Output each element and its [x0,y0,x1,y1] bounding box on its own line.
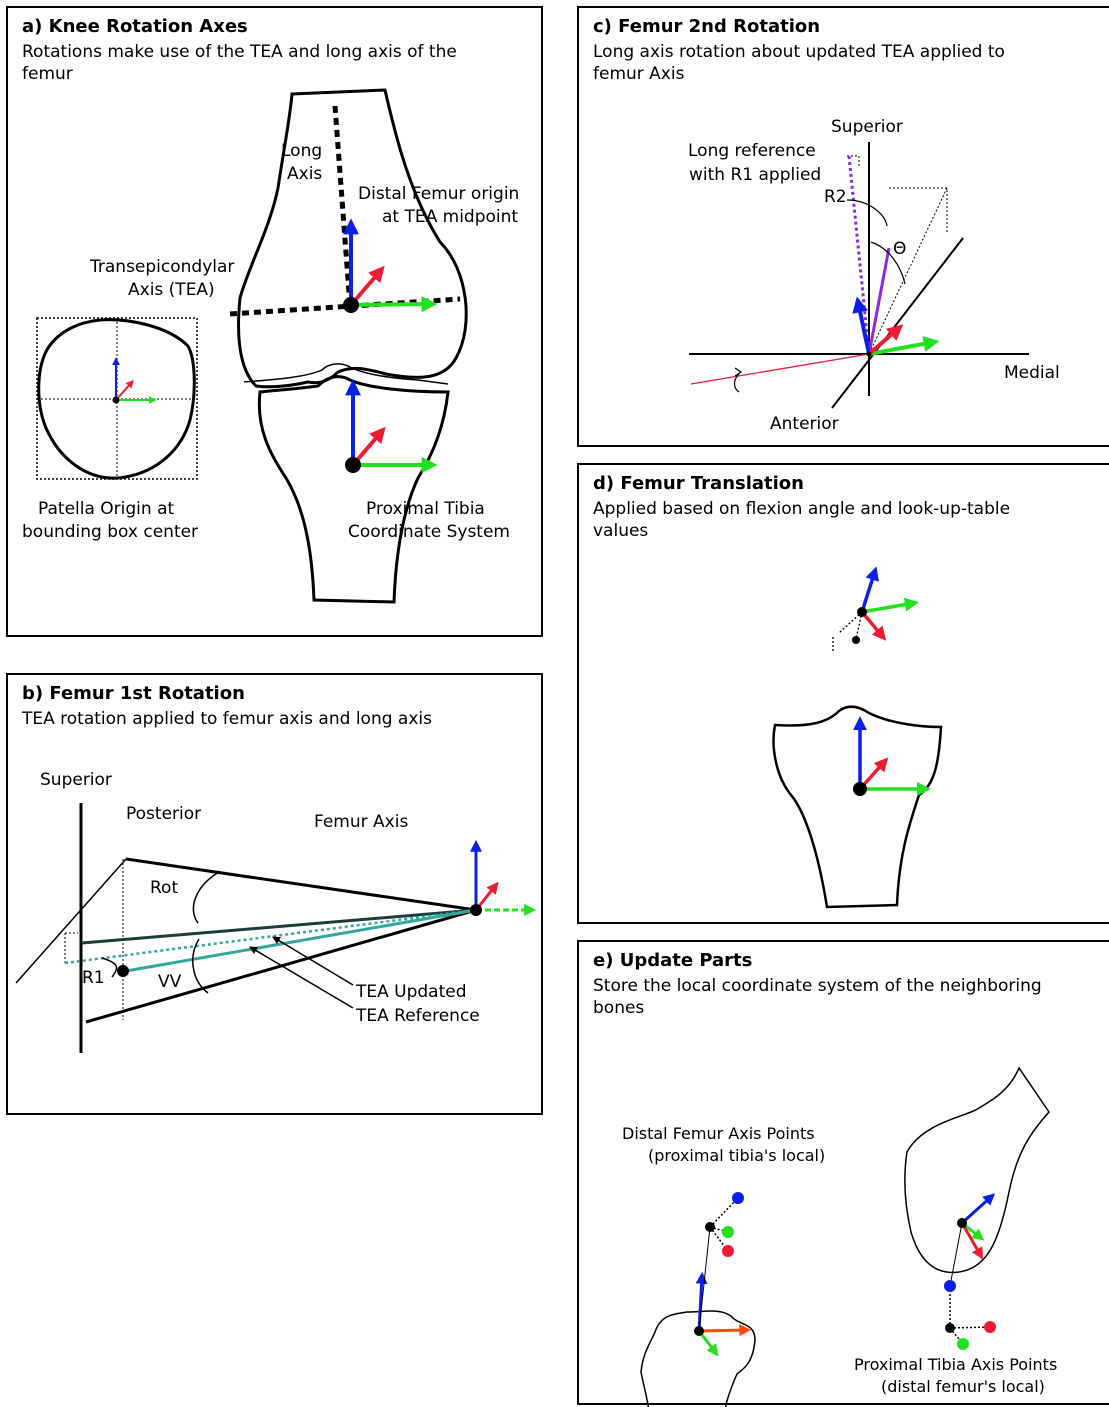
femur-origin-point [343,297,359,313]
theta-label: Θ [893,239,906,259]
tibia-bone-outline [257,375,450,604]
femur-origin-label-2: at TEA midpoint [382,207,518,227]
panel-b-title: b) Femur 1st Rotation [22,683,245,704]
vv-label: VV [158,972,182,992]
panel-femur-1st-rotation: b) Femur 1st Rotation TEA rotation appli… [6,673,543,1115]
femur-point-blue [732,1192,744,1204]
panel-d-title: d) Femur Translation [593,473,804,494]
patella-label-1: Patella Origin at [38,499,175,519]
original-origin [852,636,860,644]
femur-points-label-1: Distal Femur Axis Points [622,1124,815,1143]
femur-origin-label-1: Distal Femur origin [358,184,519,204]
tibia-label-2: Coordinate System [348,522,510,542]
femur-point-center [705,1222,715,1232]
long-axis-label-2: Axis [287,164,322,184]
panel-e-title: e) Update Parts [593,950,753,971]
tea-label-2: Axis (TEA) [128,280,215,300]
panel-update-parts: e) Update Parts Store the local coordina… [577,940,1109,1407]
femur-axis-label: Femur Axis [314,812,408,832]
femur-2nd-rotation-diagram: Superior Long reference with R1 applied … [688,117,1060,434]
tibia-points-label-1: Proximal Tibia Axis Points [854,1355,1057,1374]
femur-points-label-2: (proximal tibia's local) [648,1146,825,1165]
left-tibia-outline [640,1310,756,1407]
tibia-points-label-2: (distal femur's local) [881,1377,1045,1396]
panel-e-subtitle: Store the local coordinate system of the… [593,976,1042,1018]
panel-knee-rotation-axes: a) Knee Rotation Axes Rotations make use… [6,6,543,637]
panel-c-subtitle: Long axis rotation about updated TEA app… [593,42,1005,84]
superior-label-b: Superior [40,770,112,790]
r1-point [117,965,129,977]
r2-label: R2 [824,187,847,207]
right-femur-outline [904,1066,1050,1274]
femur-translation-diagram [772,566,943,909]
long-ref-label-2: with R1 applied [689,165,821,185]
medial-label: Medial [1004,363,1060,383]
panel-a-title: a) Knee Rotation Axes [22,16,248,37]
patella-origin-point [112,396,120,404]
femur-point-red [722,1245,734,1257]
tibia-point-green [957,1338,969,1350]
femur-1st-rotation-diagram: Superior Posterior Femur Axis Rot R1 VV … [15,770,537,1053]
long-axis-line [332,105,353,307]
tibia-point-blue [944,1280,956,1292]
posterior-label: Posterior [126,804,201,824]
translated-origin [857,607,867,617]
tea-reference-label: TEA Reference [355,1006,480,1026]
tibia-point-center [945,1323,955,1333]
tibia-label-1: Proximal Tibia [366,499,485,519]
tibia-origin-d [853,782,867,796]
r1-label: R1 [82,968,105,988]
anterior-label: Anterior [770,414,839,434]
rot-label: Rot [150,878,178,898]
panel-a-subtitle: Rotations make use of the TEA and long a… [22,42,457,84]
tibia-point-red [984,1321,996,1333]
panel-d-subtitle: Applied based on flexion angle and look-… [593,499,1011,541]
femur-point-green [722,1226,734,1238]
panel-b-subtitle: TEA rotation applied to femur axis and l… [22,709,432,729]
long-axis-label-1: Long [281,141,322,161]
update-parts-diagram: Distal Femur Axis Points (proximal tibia… [622,1066,1057,1407]
tea-label-1: Transepicondylar [89,257,234,277]
tibia-origin-point [345,457,361,473]
panel-femur-translation: d) Femur Translation Applied based on fl… [577,463,1109,924]
tea-updated-label: TEA Updated [355,982,467,1002]
patella-label-2: bounding box center [22,522,198,542]
long-ref-label-1: Long reference [688,141,816,161]
panel-c-title: c) Femur 2nd Rotation [593,16,821,37]
patella-outline [37,318,196,480]
tibia-outline-d [772,705,943,909]
femur-axis-origin [470,904,482,916]
knee-axes-diagram: Long Axis Distal Femur origin at TEA mid… [22,88,519,604]
superior-label-c: Superior [831,117,903,137]
panel-femur-2nd-rotation: c) Femur 2nd Rotation Long axis rotation… [577,6,1109,447]
